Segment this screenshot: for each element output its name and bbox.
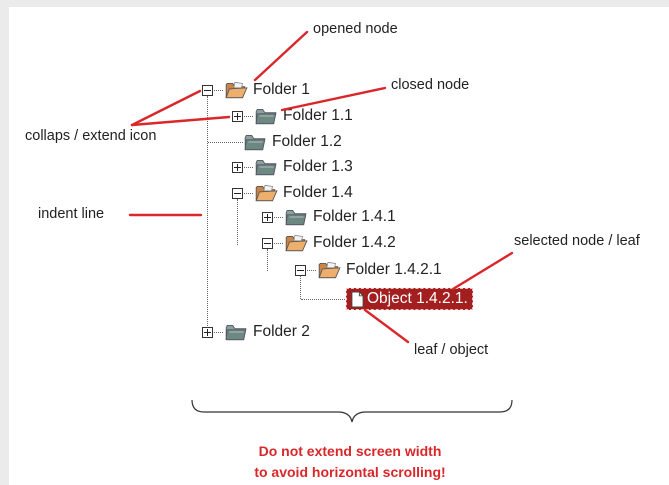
tree-node-folder-1-1[interactable]: Folder 1.1	[232, 105, 353, 127]
arrow-closed-node	[280, 86, 387, 112]
tree-node-label: Folder 1.4.2.1	[346, 261, 442, 278]
connector-line	[301, 298, 345, 300]
tree-node-folder-1-4-1[interactable]: Folder 1.4.1	[262, 206, 396, 228]
tree-node-object-1-4-2-1[interactable]: Object 1.4.2.1.	[301, 288, 473, 310]
annotation-collapse-icon: collaps / extend icon	[25, 128, 157, 144]
connector-line	[208, 141, 243, 143]
selected-leaf-highlight[interactable]: Object 1.4.2.1.	[346, 288, 473, 310]
tree-node-folder-1-4-2[interactable]: Folder 1.4.2	[262, 232, 396, 254]
warning-line-2: to avoid horizontal scrolling!	[254, 464, 446, 480]
annotation-closed-node: closed node	[391, 77, 470, 93]
tree-node-label: Folder 1.1	[283, 107, 353, 124]
annotation-opened-node: opened node	[313, 21, 398, 37]
tree-node-folder-1-4-2-1[interactable]: Folder 1.4.2.1	[295, 259, 442, 281]
connector-line	[214, 331, 223, 333]
collapse-icon[interactable]	[232, 187, 243, 199]
connector-line	[274, 242, 283, 244]
connector-line	[244, 166, 253, 168]
tree-node-label: Folder 2	[253, 323, 310, 340]
arrow-collapse-to-folder-1	[130, 89, 202, 127]
annotation-indent-line: indent line	[38, 206, 105, 222]
tree-node-label: Folder 1.4.2	[313, 234, 396, 251]
tree-node-folder-1-3[interactable]: Folder 1.3	[232, 156, 353, 178]
indent-line-level-2	[237, 199, 238, 245]
tree-node-label: Folder 1.4	[283, 184, 353, 201]
tree-node-folder-2[interactable]: Folder 2	[202, 321, 310, 343]
tree-node-label: Folder 1.3	[283, 158, 353, 175]
annotation-selected-node: selected node / leaf	[514, 233, 640, 249]
collapse-icon[interactable]	[262, 237, 273, 249]
expand-icon[interactable]	[232, 110, 243, 122]
arrow-collapse-to-folder-1-1	[130, 115, 231, 127]
collapse-icon[interactable]	[202, 84, 213, 96]
connector-line	[214, 89, 223, 91]
expand-icon[interactable]	[262, 211, 273, 223]
annotation-leaf-object: leaf / object	[414, 342, 489, 358]
tree-node-folder-1-2[interactable]: Folder 1.2	[208, 131, 342, 153]
indent-line-level-3	[267, 249, 268, 271]
tree-node-folder-1[interactable]: Folder 1	[202, 79, 310, 101]
arrow-selected-node	[451, 251, 514, 291]
indent-line-level-4	[300, 275, 301, 299]
width-brace	[191, 399, 513, 423]
connector-line	[307, 269, 316, 271]
connector-line	[244, 115, 253, 117]
tree-node-label: Folder 1.4.1	[313, 208, 396, 225]
warning-line-1: Do not extend screen width	[258, 443, 442, 459]
indent-line-level-1	[207, 96, 208, 332]
arrow-opened-node	[253, 30, 309, 82]
tree-node-label: Folder 1	[253, 81, 310, 98]
tree-node-folder-1-4[interactable]: Folder 1.4	[232, 182, 353, 204]
connector-line	[244, 192, 253, 194]
tree-node-label: Object 1.4.2.1.	[367, 290, 468, 307]
expand-icon[interactable]	[202, 326, 213, 338]
connector-line	[274, 216, 283, 218]
arrow-leaf-object	[363, 308, 410, 344]
collapse-icon[interactable]	[295, 264, 306, 276]
expand-icon[interactable]	[232, 161, 243, 173]
diagram-panel	[9, 7, 669, 485]
tree-node-label: Folder 1.2	[272, 133, 342, 150]
